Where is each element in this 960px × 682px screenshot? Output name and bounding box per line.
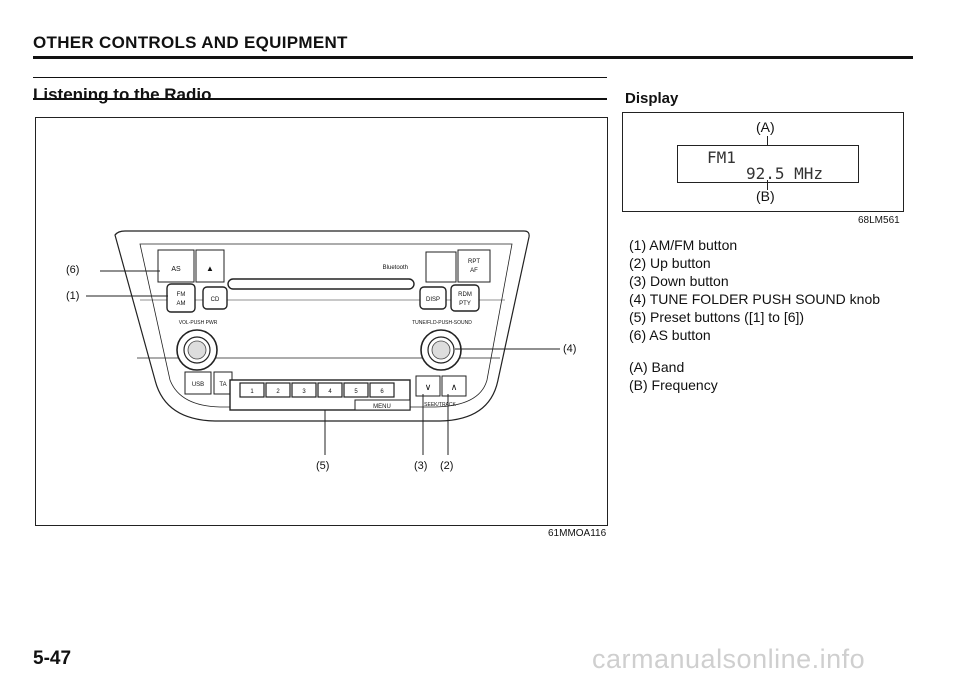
seek-up-button xyxy=(441,375,467,397)
section-title: Listening to the Radio xyxy=(33,85,212,104)
preset-label-3: 3 xyxy=(302,389,306,395)
section-rule-bottom xyxy=(33,98,607,100)
vol-label: VOL-PUSH PWR xyxy=(179,320,218,326)
rpt-label: RPT xyxy=(468,259,480,265)
vol-knob xyxy=(176,329,218,371)
section-rule-top xyxy=(33,77,607,78)
legend-list-2: (A) Band (B) Frequency xyxy=(629,358,718,394)
preset-button-4 xyxy=(317,382,343,398)
disp-button xyxy=(419,286,447,310)
legend-list: (1) AM/FM button (2) Up button (3) Down … xyxy=(629,236,880,344)
legend-item: (6) AS button xyxy=(629,327,711,343)
page-header-title: OTHER CONTROLS AND EQUIPMENT xyxy=(33,33,348,52)
cd-button xyxy=(202,286,228,310)
legend-item: (3) Down button xyxy=(629,273,729,289)
panel-outline xyxy=(114,230,530,422)
as-label: AS xyxy=(171,266,181,273)
display-title: Display xyxy=(625,90,679,107)
up-label: ∧ xyxy=(451,382,458,392)
callout-2: (2) xyxy=(440,460,454,472)
fm-label: FM xyxy=(177,292,186,298)
radio-figure-frame xyxy=(35,117,608,526)
usb-port-area xyxy=(184,371,212,395)
callout-3: (3) xyxy=(414,460,428,472)
legend-item: (2) Up button xyxy=(629,255,711,271)
preset-keys xyxy=(239,382,395,398)
as-button xyxy=(157,249,195,283)
page-number: 5-47 xyxy=(33,648,72,669)
watermark-text: carmanualsonline.info xyxy=(592,644,866,674)
tune-knob xyxy=(420,329,462,371)
panel-inner-outline xyxy=(139,243,513,408)
header-rule xyxy=(33,56,913,59)
preset-button-3 xyxy=(291,382,317,398)
seek-down-button xyxy=(415,375,441,397)
bluetooth-label: Bluetooth xyxy=(383,265,408,271)
seek-label: SEEK/TRACK xyxy=(424,402,456,408)
display-label-b: (B) xyxy=(756,188,775,204)
display-figure-frame xyxy=(622,112,904,212)
figure-code: 61MMOA116 xyxy=(548,528,607,539)
preset-button-2 xyxy=(265,382,291,398)
cd-slot xyxy=(227,278,415,290)
legend-item: (5) Preset buttons ([1] to [6]) xyxy=(629,309,805,325)
af-label: AF xyxy=(470,268,478,274)
callout-1: (1) xyxy=(66,290,80,302)
ta-label: TA xyxy=(219,382,226,388)
preset-label-4: 4 xyxy=(328,389,332,395)
preset-label-6: 6 xyxy=(380,389,384,395)
rdm-pty-button xyxy=(450,284,480,312)
mute-button xyxy=(425,251,457,283)
pty-label: PTY xyxy=(459,301,471,307)
menu-button xyxy=(354,399,411,411)
am-label: AM xyxy=(177,301,186,307)
preset-label-2: 2 xyxy=(276,389,280,395)
lcd-screen xyxy=(677,145,859,183)
legend-item: (B) Frequency xyxy=(629,377,718,393)
rdm-label: RDM xyxy=(458,292,472,298)
callout-5: (5) xyxy=(316,460,330,472)
legend-item: (4) TUNE FOLDER PUSH SOUND knob xyxy=(629,291,881,307)
lcd-band: FM1 xyxy=(707,148,736,167)
radio-panel-illustration: AS ▲ Bluetooth RPT AF FM AM CD DISP RDM … xyxy=(86,230,560,455)
eject-icon: ▲ xyxy=(206,264,214,273)
lcd-frequency: 92.5 MHz xyxy=(746,164,824,183)
menu-label: MENU xyxy=(373,404,391,410)
callout-4: (4) xyxy=(563,343,577,355)
rpt-af-button xyxy=(457,249,491,283)
eject-button xyxy=(195,249,225,283)
fm-am-button xyxy=(166,283,196,313)
preset-button-1 xyxy=(239,382,265,398)
display-code: 68LM561 xyxy=(858,215,900,226)
disp-label: DISP xyxy=(426,297,440,303)
down-label: ∨ xyxy=(425,382,432,392)
usb-label: USB xyxy=(192,382,204,388)
display-label-a: (A) xyxy=(756,119,775,135)
callout-6: (6) xyxy=(66,264,80,276)
cd-label: CD xyxy=(211,297,220,303)
leader-line-a xyxy=(767,136,768,146)
tune-label: TUNE/FLD-PUSH-SOUND xyxy=(412,320,472,326)
preset-button-6 xyxy=(369,382,395,398)
preset-button-5 xyxy=(343,382,369,398)
legend-item: (1) AM/FM button xyxy=(629,237,738,253)
preset-label-5: 5 xyxy=(354,389,358,395)
legend-item: (A) Band xyxy=(629,359,685,375)
preset-labels: 1 2 3 4 5 6 xyxy=(250,389,384,395)
preset-label-1: 1 xyxy=(250,389,254,395)
leader-line-b xyxy=(767,180,768,190)
